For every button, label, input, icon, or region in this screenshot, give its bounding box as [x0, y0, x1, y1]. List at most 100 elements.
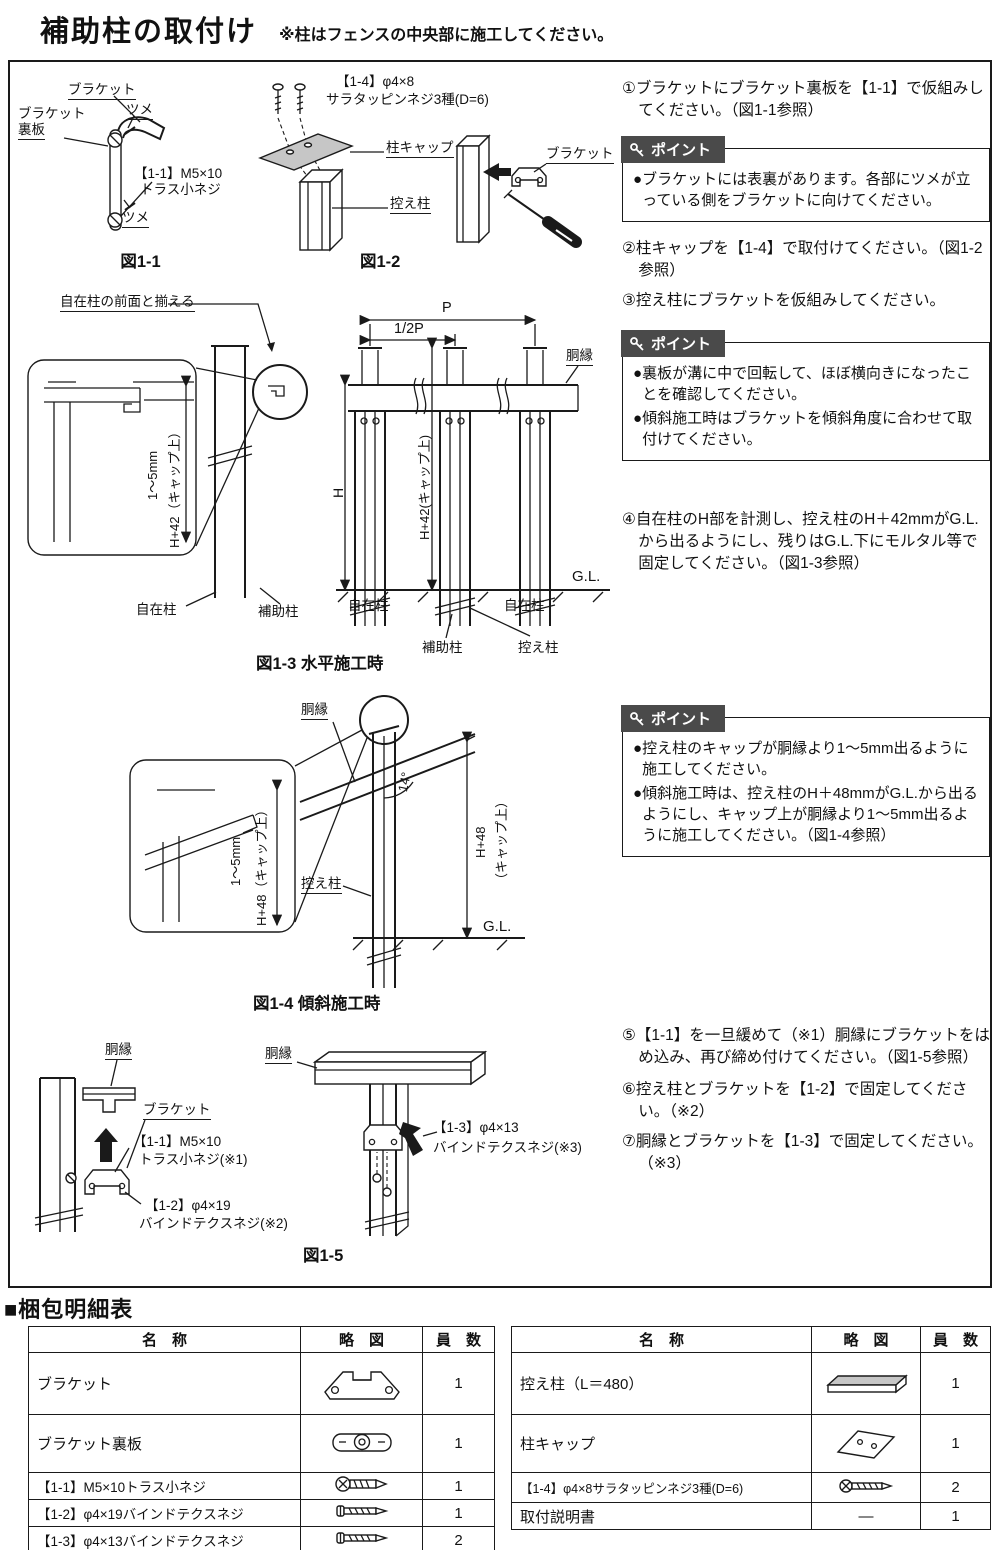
fig13-label-hikae-bottom: 控え柱 [518, 640, 559, 655]
fig13-label-dim-h42-inset: H+42（キャップ上） [167, 425, 182, 548]
fig11-caption: 図1-1 [120, 253, 161, 271]
part-sketch [300, 1526, 423, 1550]
header-sketch: 略 図 [811, 1326, 921, 1353]
part-name: 【1-2】φ4×19バインドテクスネジ [28, 1499, 301, 1527]
table-header-row: 名 称 略 図 員 数 [511, 1326, 991, 1353]
figure-1-2: 【1-4】φ4×8 サラタッピンネジ3種(D=6) 柱キャップ 控え柱 ブラケッ… [250, 72, 630, 272]
part-sketch [300, 1414, 423, 1473]
parts-section-title: ■梱包明細表 [4, 1297, 134, 1322]
point-tab: ポイント [621, 136, 726, 163]
header-sketch: 略 図 [300, 1326, 423, 1353]
part-qty: 1 [422, 1414, 495, 1473]
table-row: 【1-3】φ4×13バインドテクスネジ 2 [28, 1526, 495, 1550]
fig14-label-dim-1-5: 1～5mm [228, 836, 243, 886]
fig13-label-gl: G.L. [572, 568, 601, 585]
table-row: 【1-2】φ4×19バインドテクスネジ 1 [28, 1499, 495, 1527]
key-icon [630, 142, 644, 157]
post-sketch-icon [826, 1373, 908, 1393]
part-sketch [300, 1472, 423, 1500]
fig15-label-screw2-1: 【1-2】φ4×19 [145, 1198, 231, 1213]
page-title: 補助柱の取付け [40, 16, 258, 48]
part-sketch [811, 1414, 921, 1473]
fig11-label-tsume-top: ツメ [126, 102, 153, 121]
point-tab-label: ポイント [651, 336, 712, 353]
fig13-label-jizai-right: 自在柱 [504, 598, 545, 613]
fig12-label-screw-1: 【1-4】φ4×8 [336, 74, 415, 89]
fig15-label-rail-left: 胴縁 [105, 1042, 132, 1061]
table-row: ブラケット 1 [28, 1352, 495, 1415]
parts-table-left: 名 称 略 図 員 数 ブラケット 1 ブラケット裏板 [28, 1326, 495, 1550]
fig15-label-screw3-2: バインドテクスネジ(※3) [433, 1140, 582, 1155]
table-row: 柱キャップ 1 [511, 1414, 991, 1473]
part-name: 控え柱（L＝480） [511, 1352, 812, 1415]
table-row: 取付説明書 ― 1 [511, 1502, 991, 1530]
part-qty: 1 [920, 1352, 991, 1415]
fig14-label-hikae: 控え柱 [301, 876, 342, 895]
part-sketch [300, 1352, 423, 1415]
point-box-1: ポイント ● ブラケットには表裏があります。各部にツメが立っている側をブラケット… [621, 136, 990, 222]
point-text: 控え柱のキャップが胴縁より1～5mm出るように施工してください。 [642, 740, 969, 778]
point-tab: ポイント [621, 705, 726, 732]
fig15-label-screw1-2: トラス小ネジ(※1) [139, 1152, 248, 1167]
fig13-label-hojo-left: 補助柱 [258, 604, 299, 619]
part-qty: 2 [422, 1526, 495, 1550]
main-diagram-box: ブラケット ツメ ブラケット 裏板 【1-1】M5×10 トラス小ネジ ツメ 図… [8, 60, 992, 1288]
fig13-label-align-note: 自在柱の前面と揃える [60, 294, 195, 313]
fig11-label-bracket: ブラケット [68, 82, 136, 101]
fig14-label-dim-h48-1: H+48 [473, 826, 488, 858]
fig12-label-cap: 柱キャップ [386, 140, 454, 159]
header-qty: 員 数 [920, 1326, 991, 1353]
figure-1-5: 胴縁 ブラケット 【1-1】M5×10 トラス小ネジ(※1) 【1-2】φ4×1… [15, 1040, 630, 1268]
fig11-label-tsume-bottom: ツメ [122, 210, 149, 229]
point-text: 傾斜施工時は、控え柱のH＋48mmがG.L.から出るようにし、キャップ上が胴縁よ… [642, 785, 978, 844]
fig12-label-post: 控え柱 [390, 196, 431, 215]
fig15-label-bracket: ブラケット [143, 1102, 211, 1121]
step-3: ③控え柱にブラケットを仮組みしてください。 [622, 292, 945, 309]
fig12-drawing [258, 83, 582, 252]
fig12-label-bracket: ブラケット [546, 146, 614, 165]
bullet: ● [633, 740, 643, 757]
fig15-label-screw2-2: バインドテクスネジ(※2) [139, 1216, 288, 1231]
fig13-label-dim-halfp: 1/2P [394, 321, 424, 337]
key-icon [630, 336, 644, 351]
step-6: ⑥控え柱とブラケットを【1-2】で固定してください。（※2） [622, 1081, 968, 1120]
table-row: 控え柱（L＝480） 1 [511, 1352, 991, 1415]
parts-table-right: 名 称 略 図 員 数 控え柱（L＝480） 1 柱キャップ [511, 1326, 991, 1530]
fig14-caption: 図1-4 傾斜施工時 [253, 995, 381, 1013]
fig12-label-screw-2: サラタッピンネジ3種(D=6) [326, 92, 489, 107]
table-header-row: 名 称 略 図 員 数 [28, 1326, 495, 1353]
part-name: 【1-1】M5×10トラス小ネジ [28, 1472, 301, 1500]
header-name: 名 称 [511, 1326, 812, 1353]
part-sketch [811, 1352, 921, 1415]
part-name: ブラケット裏板 [28, 1414, 301, 1473]
fig14-label-rail: 胴縁 [301, 702, 328, 721]
fig13-drawing [27, 303, 610, 639]
backplate-sketch-icon [331, 1432, 392, 1452]
fig11-label-screw-2: トラス小ネジ [140, 182, 221, 197]
fig15-label-rail-right: 胴縁 [265, 1046, 292, 1065]
fig11-drawing [63, 95, 166, 231]
fig15-drawing [34, 1050, 488, 1237]
point-item: ● 傾斜施工時はブラケットを傾斜角度に合わせて取付けてください。 [633, 408, 979, 450]
fig14-drawing [129, 695, 525, 988]
fig11-label-backplate-2: 裏板 [18, 122, 45, 141]
point-item: ● 傾斜施工時は、控え柱のH＋48mmがG.L.から出るようにし、キャップ上が胴… [633, 783, 979, 846]
fig13-caption: 図1-3 水平施工時 [256, 655, 384, 673]
part-qty: 1 [422, 1352, 495, 1415]
fig11-label-backplate-1: ブラケット [18, 106, 86, 121]
step-1: ①ブラケットにブラケット裏板を【1-1】で仮組みしてください。（図1-1参照） [622, 80, 984, 119]
part-qty: 1 [920, 1502, 991, 1530]
fig12-caption: 図1-2 [360, 253, 401, 271]
table-row: 【1-4】φ4×8サラタッピンネジ3種(D=6) 2 [511, 1472, 991, 1503]
truss-screw-sketch-icon [334, 1476, 388, 1492]
header-name: 名 称 [28, 1326, 301, 1353]
figure-1-3: 自在柱の前面と揃える 1～5mm H+42（キャップ上） P 1/2P 胴縁 H… [18, 290, 630, 682]
point-text: 裏板が溝に中で回転して、ほぼ横向きになったことを確認してください。 [642, 365, 971, 403]
part-name: 【1-3】φ4×13バインドテクスネジ [28, 1526, 301, 1550]
part-qty: 1 [422, 1472, 495, 1500]
point-tab-label: ポイント [651, 711, 712, 728]
point-box-3: ポイント ● 控え柱のキャップが胴縁より1～5mm出るように施工してください。 … [621, 705, 990, 857]
part-name: 取付説明書 [511, 1502, 812, 1530]
fig13-label-jizai-mid: 自在柱 [348, 598, 389, 613]
fig14-label-gl: G.L. [483, 918, 512, 935]
